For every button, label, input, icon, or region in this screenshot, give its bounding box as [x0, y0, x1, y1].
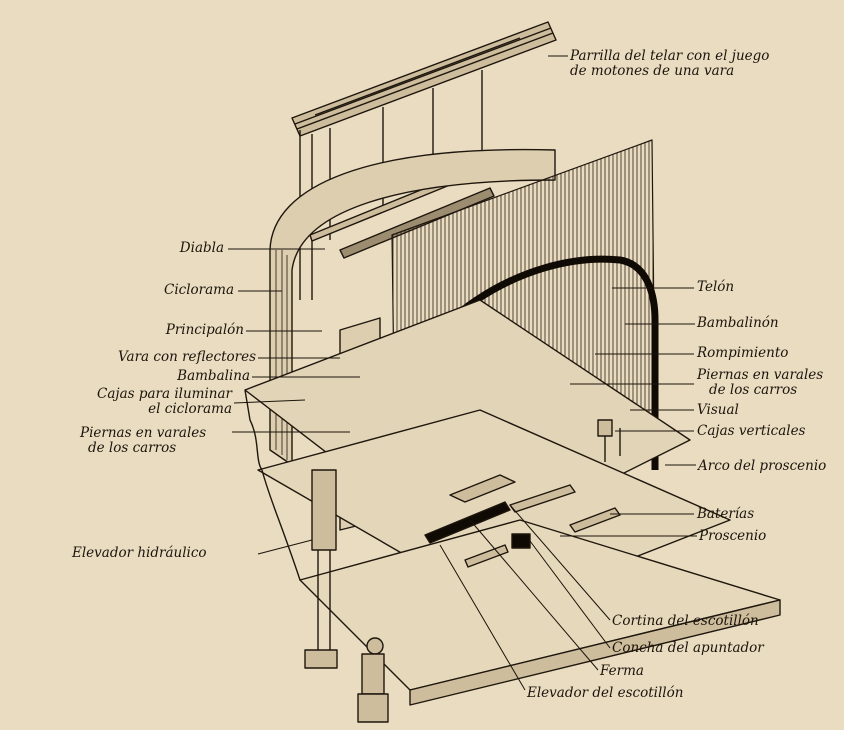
label-elevador-escotillon: Elevador del escotillón	[527, 685, 684, 701]
label-piernas-derecha: Piernas en varales de los carros	[697, 367, 824, 398]
label-arco-proscenio: Arco del proscenio	[698, 458, 827, 474]
leader-lines	[228, 55, 697, 691]
trap-lift	[357, 637, 389, 723]
vertical-light-box	[597, 419, 621, 462]
label-baterias: Baterías	[697, 506, 755, 522]
label-ferma: Ferma	[600, 663, 644, 679]
label-proscenio: Proscenio	[699, 528, 767, 544]
label-bambalina: Bambalina	[177, 368, 250, 384]
label-telon: Telón	[697, 279, 735, 295]
label-principalon: Principalón	[165, 322, 244, 338]
label-cajas-ciclorama: Cajas para iluminar el ciclorama	[97, 386, 232, 417]
label-diabla: Diabla	[179, 240, 224, 256]
label-cajas-verticales: Cajas verticales	[697, 423, 806, 439]
label-ciclorama: Ciclorama	[163, 282, 234, 298]
hydraulic-lift	[304, 469, 338, 669]
trap-openings	[424, 474, 621, 568]
label-elevador-hidraulico: Elevador hidráulico	[72, 545, 207, 561]
label-visual: Visual	[697, 402, 739, 418]
label-parrilla: Parrilla del telar con el juego de moton…	[570, 48, 770, 79]
label-piernas-izquierda: Piernas en varales de los carros	[80, 425, 207, 456]
label-rompimiento: Rompimiento	[697, 345, 789, 361]
label-concha-apuntador: Concha del apuntador	[612, 640, 764, 656]
label-cortina-escotillon: Cortina del escotillón	[612, 613, 759, 629]
label-vara: Vara con reflectores	[118, 349, 256, 365]
label-bambalinon: Bambalinón	[697, 315, 779, 331]
